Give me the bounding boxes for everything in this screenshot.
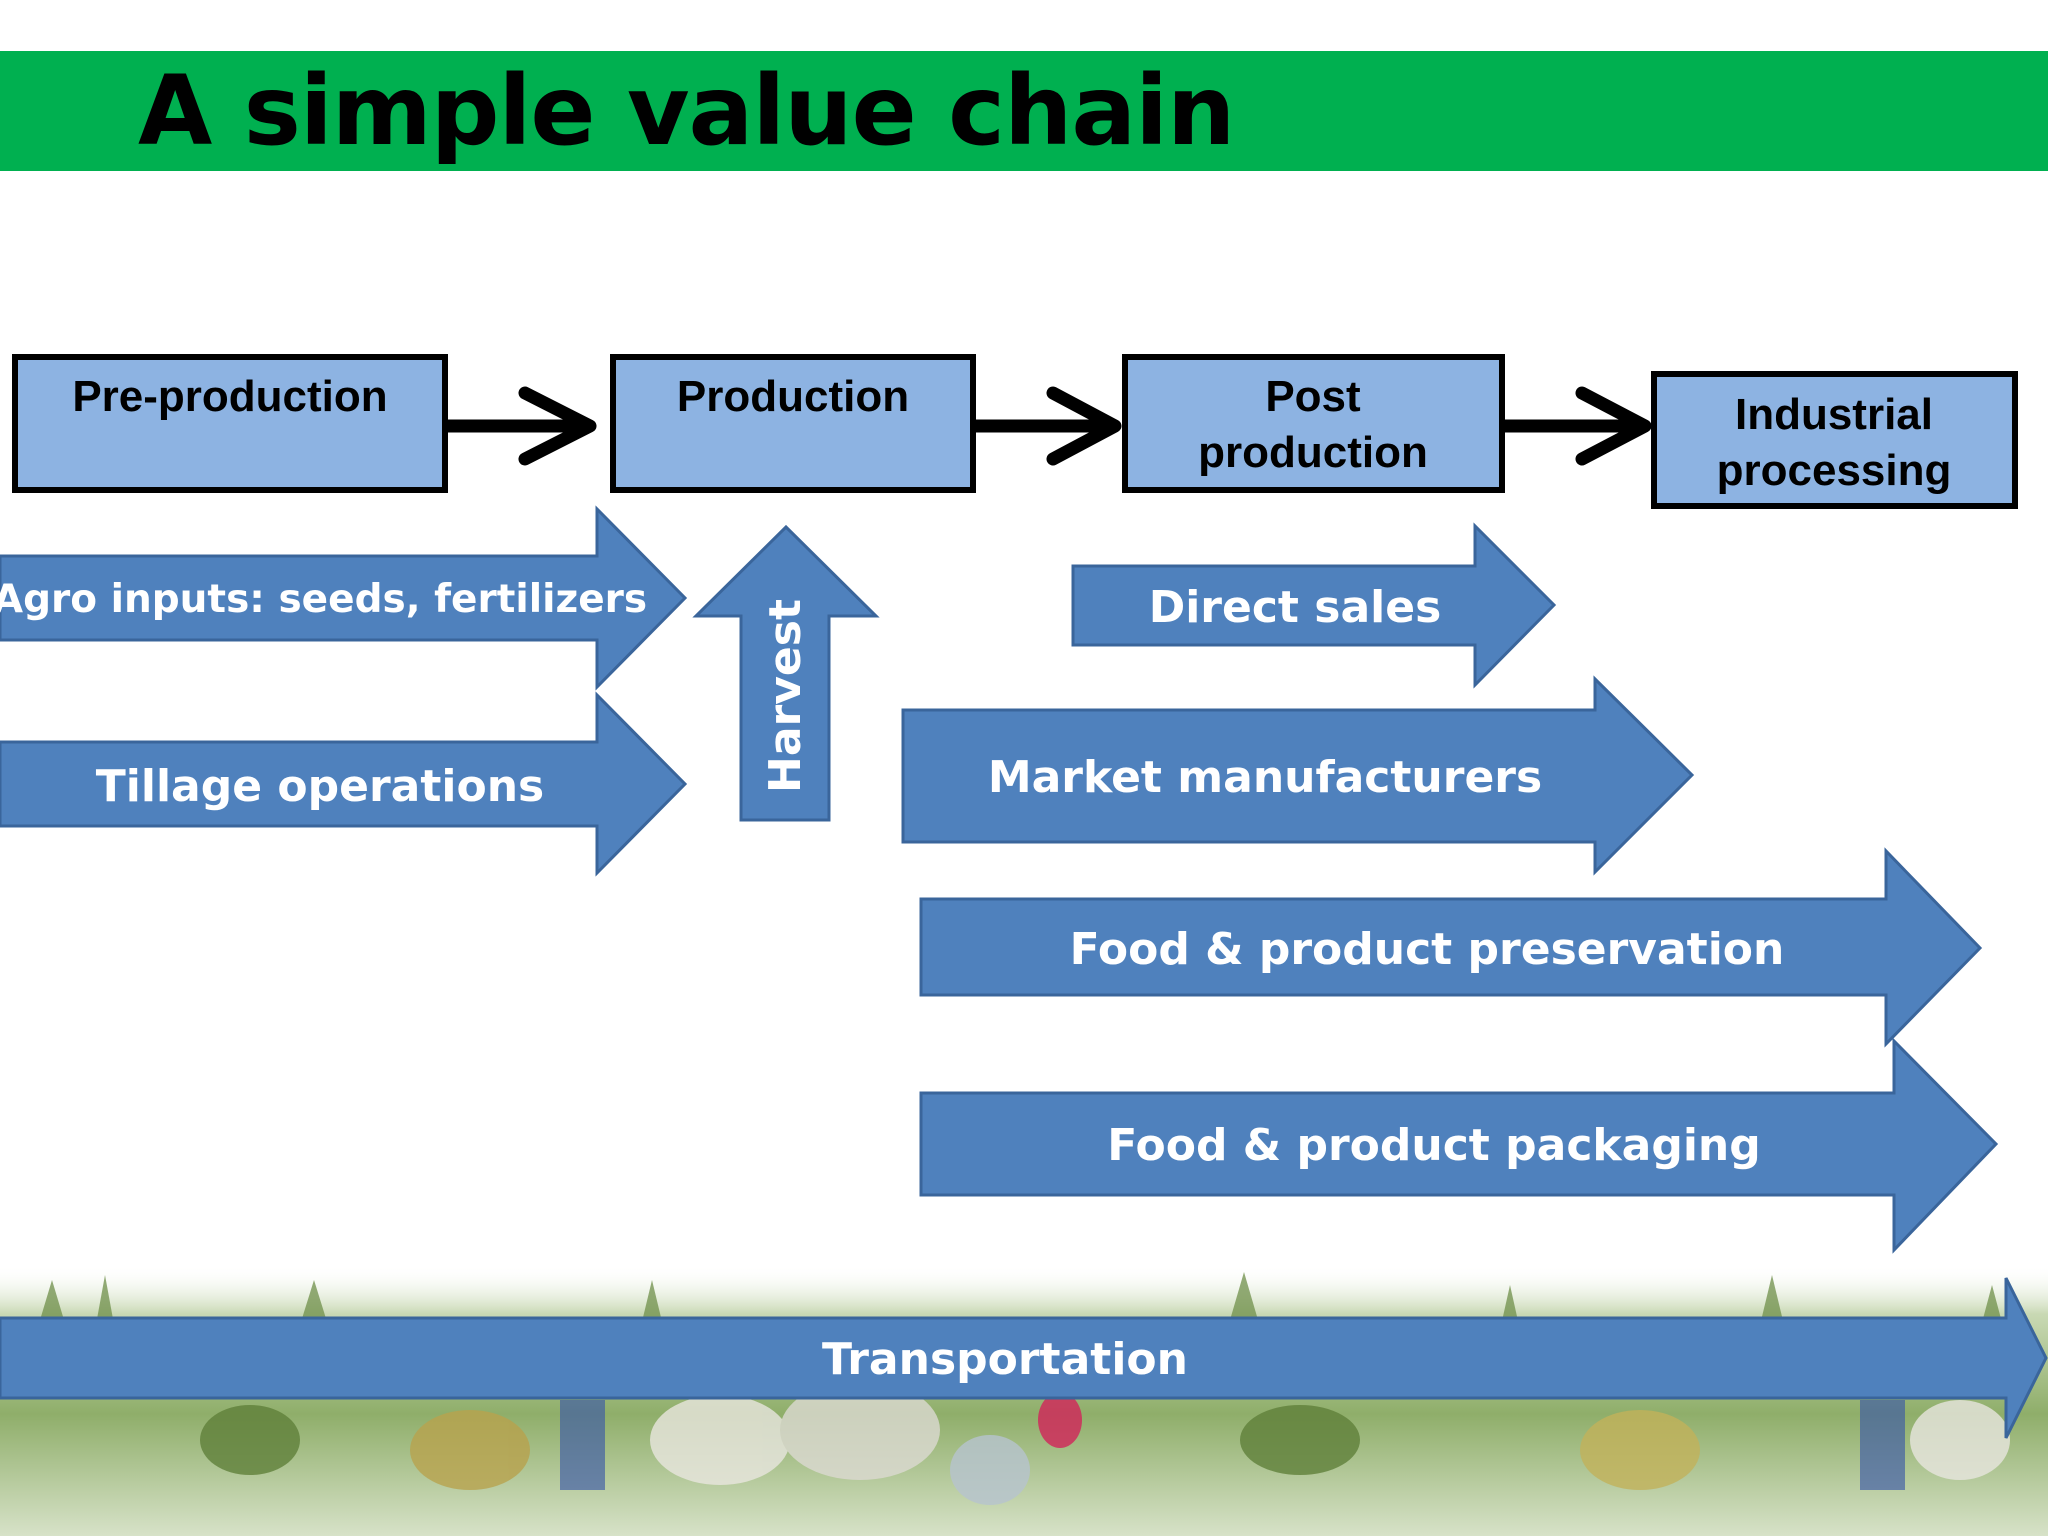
stage-post-production: Post production	[1122, 354, 1505, 493]
stage-industrial-processing: Industrial processing	[1651, 371, 2018, 509]
arrow-harvest: Harvest	[692, 524, 880, 822]
arrow-label: Tillage operations	[96, 761, 544, 812]
arrow-label: Direct sales	[1149, 582, 1442, 633]
arrow-tillage-operations: Tillage operations	[0, 691, 688, 877]
arrow-food-preservation: Food & product preservation	[919, 847, 1983, 1048]
stage-label: Production	[677, 372, 909, 421]
arrow-agro-inputs: Agro inputs: seeds, fertilizers	[0, 505, 688, 691]
page-title: A simple value chain	[138, 55, 1235, 167]
arrow-label: Food & product preservation	[1070, 924, 1785, 975]
arrow-label: Harvest	[760, 599, 811, 793]
arrow-food-packaging: Food & product packaging	[919, 1037, 1999, 1254]
title-bar: A simple value chain	[0, 51, 2048, 171]
arrow-direct-sales: Direct sales	[1071, 522, 1557, 689]
connector-arrow-2	[969, 386, 1122, 466]
arrow-label: Agro inputs: seeds, fertilizers	[0, 577, 647, 622]
farm-field-illustration	[0, 1265, 2048, 1536]
stage-production: Production	[610, 354, 976, 493]
stage-pre-production: Pre-production	[12, 354, 448, 493]
stage-label-line-1: Industrial	[1735, 390, 1933, 439]
stage-label-line-2: processing	[1717, 446, 1952, 495]
connector-arrow-3	[1497, 386, 1652, 466]
stage-label-line-1: Post	[1265, 372, 1361, 421]
stage-label-line-2: production	[1198, 428, 1428, 477]
stage-label: Pre-production	[72, 372, 387, 421]
connector-arrow-1	[440, 386, 597, 466]
arrow-label: Market manufacturers	[988, 752, 1542, 803]
arrow-transportation: Transportation	[0, 1277, 2048, 1439]
arrow-label: Food & product packaging	[1107, 1120, 1761, 1171]
arrow-label: Transportation	[822, 1334, 1188, 1385]
arrow-market-manufacturers: Market manufacturers	[901, 675, 1695, 876]
